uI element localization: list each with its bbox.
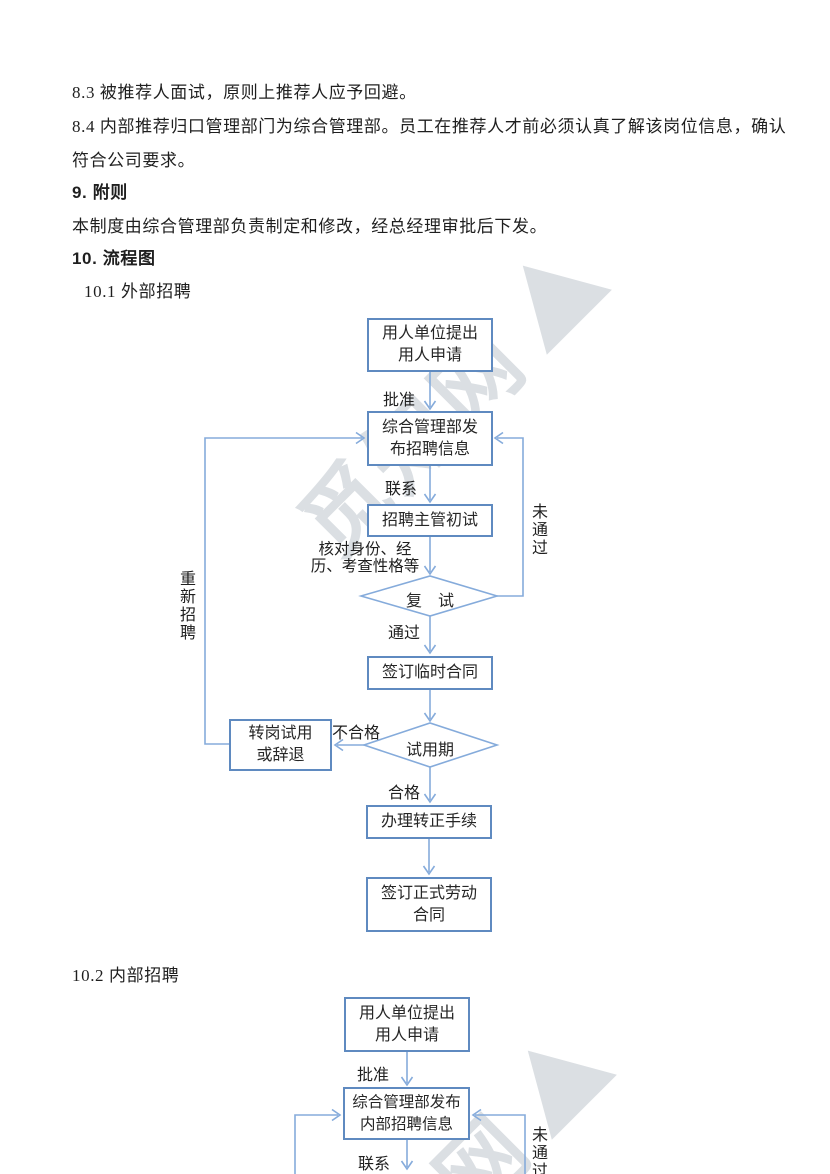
arrowhead-left-icon (333, 738, 344, 752)
label-not-pass: 未通过 (529, 1126, 546, 1174)
node-text: 用人申请 (397, 347, 462, 364)
node-publish-info: 综合管理部发 布招聘信息 (367, 411, 493, 466)
node-text: 用人单位提出 (381, 325, 478, 342)
diamond-text-probation: 试用期 (405, 742, 454, 759)
decision-diamond-probation (361, 722, 500, 768)
paragraph-8-4: 8.4 内部推荐归口管理部门为综合管理部。员工在推荐人才前必须认真了解该岗位信息… (72, 117, 787, 136)
node-regularization: 办理转正手续 (366, 805, 492, 839)
arrowhead-down-icon (423, 493, 437, 504)
diamond-text-re-interview: 复 试 (405, 593, 454, 610)
node-user-request-internal: 用人单位提出 用人申请 (344, 997, 470, 1052)
node-text: 合同 (412, 906, 445, 924)
node-text: 招聘主管初试 (381, 512, 478, 529)
arrowhead-right-icon (355, 431, 366, 445)
label-contact: 联系 (358, 1156, 391, 1173)
label-not-pass: 未通过 (529, 503, 546, 557)
node-text: 或辞退 (256, 747, 305, 764)
node-user-request: 用人单位提出 用人申请 (367, 318, 493, 372)
decision-diamond-re-interview (358, 575, 500, 617)
node-text: 签订正式劳动 (380, 884, 477, 902)
paragraph-8-4-wrap: 符合公司要求。 (72, 151, 196, 170)
arrowhead-down-icon (400, 1076, 414, 1087)
connector-loop-not-pass (497, 437, 524, 597)
paragraph-8-3: 8.3 被推荐人面试，原则上推荐人应予回避。 (72, 83, 417, 102)
node-text: 布招聘信息 (389, 440, 470, 458)
arrowhead-down-icon (422, 865, 436, 876)
node-text: 内部招聘信息 (359, 1115, 453, 1133)
node-temp-contract: 签订临时合同 (367, 656, 493, 690)
flowchart-internal-lines (294, 1052, 526, 1174)
label-check-identity: 核对身份、经 历、考查性格等 (303, 541, 427, 575)
section-heading-9: 9. 附则 (72, 183, 128, 202)
node-text: 用人单位提出 (358, 1004, 455, 1022)
node-text: 转岗试用 (248, 725, 313, 742)
label-qualified: 合格 (388, 785, 421, 802)
label-line: 历、考查性格等 (310, 558, 420, 575)
node-initial-interview: 招聘主管初试 (367, 504, 493, 537)
arrowhead-down-icon (423, 400, 437, 411)
node-transfer-or-dismiss: 转岗试用 或辞退 (229, 719, 332, 771)
node-publish-internal-info: 综合管理部发布 内部招聘信息 (343, 1087, 470, 1140)
label-re-recruit: 重新招聘 (177, 570, 194, 642)
node-text: 综合管理部发 (381, 418, 478, 436)
connector-loop-re-recruit (204, 437, 362, 745)
subsection-heading-10-1: 10.1 外部招聘 (84, 282, 192, 301)
section-heading-10: 10. 流程图 (72, 249, 156, 268)
arrowhead-down-icon (423, 565, 437, 576)
arrowhead-down-icon (423, 644, 437, 655)
node-text: 办理转正手续 (380, 813, 477, 830)
node-text: 用人申请 (374, 1026, 439, 1044)
arrowhead-down-icon (423, 712, 437, 723)
label-approve: 批准 (357, 1067, 390, 1084)
label-approve: 批准 (383, 392, 416, 409)
node-text: 签订临时合同 (381, 664, 478, 681)
arrowhead-right-icon (331, 1108, 342, 1122)
paragraph-9: 本制度由综合管理部负责制定和修改，经总经理审批后下发。 (72, 217, 548, 236)
flowchart-external-lines (204, 372, 524, 876)
node-formal-contract: 签订正式劳动 合同 (366, 877, 492, 932)
arrowhead-down-icon (400, 1160, 414, 1171)
arrowhead-left-icon (493, 431, 504, 445)
arrowhead-left-icon (471, 1108, 482, 1122)
label-line: 核对身份、经 (318, 541, 412, 558)
label-pass: 通过 (388, 625, 421, 642)
label-contact: 联系 (385, 481, 418, 498)
subsection-heading-10-2: 10.2 内部招聘 (72, 966, 180, 985)
connector-loop-not-pass (475, 1114, 526, 1174)
node-text: 综合管理部发布 (352, 1093, 461, 1111)
connector-loop-left (294, 1114, 338, 1174)
arrowhead-down-icon (423, 793, 437, 804)
label-unqualified: 不合格 (332, 725, 381, 742)
